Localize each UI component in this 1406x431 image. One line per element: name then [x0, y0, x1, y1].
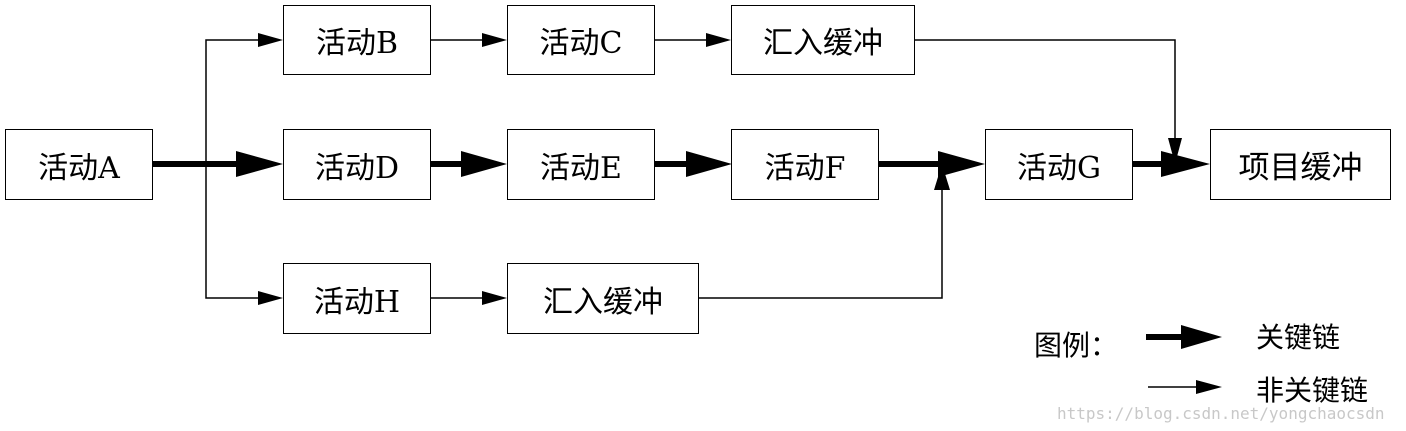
arrow-f-g: [938, 151, 985, 177]
connector-feed-top-project-buffer: [914, 39, 1176, 142]
legend-label-critical: 关键链: [1256, 321, 1341, 354]
connector-a-h: [205, 164, 262, 299]
node-project-buffer: 项目缓冲: [1210, 129, 1391, 200]
connector-feed-bottom-g: [698, 186, 943, 299]
watermark: https://blog.csdn.net/yongchaocsdn: [1057, 404, 1385, 423]
node-activity-d: 活动D: [283, 129, 431, 200]
arrow-d-e: [461, 151, 507, 177]
arrow-h-feed-bottom: [482, 291, 507, 305]
node-activity-g: 活动G: [985, 129, 1133, 200]
arrow-e-f: [686, 151, 732, 177]
legend-critical-sample: [1146, 325, 1222, 349]
node-activity-c: 活动C: [507, 5, 655, 75]
arrow-a-b: [258, 33, 283, 47]
arrow-g-project-buffer: [1161, 151, 1210, 177]
arrow-a-h: [258, 291, 283, 305]
node-activity-e: 活动E: [507, 129, 655, 200]
arrow-feed-top-project-buffer: [1168, 138, 1182, 164]
arrow-feed-bottom-g: [934, 164, 950, 190]
critical-chain-connectors: [152, 151, 1210, 177]
legend-non-critical-sample: [1148, 380, 1222, 394]
non-critical-arrowheads: [258, 33, 1182, 305]
non-critical-connectors: [205, 39, 1176, 299]
legend-label-non-critical: 非关键链: [1256, 374, 1369, 407]
node-activity-h: 活动H: [283, 263, 431, 334]
node-activity-b: 活动B: [283, 5, 431, 75]
arrow-c-feed-top: [706, 33, 731, 47]
connector-a-b: [205, 39, 262, 164]
node-activity-a: 活动A: [5, 129, 153, 200]
arrow-a-d: [236, 151, 283, 177]
arrow-b-c: [482, 33, 507, 47]
node-feeding-buffer-bottom: 汇入缓冲: [507, 263, 699, 334]
node-feeding-buffer-top: 汇入缓冲: [731, 5, 915, 75]
node-activity-f: 活动F: [731, 129, 879, 200]
legend-title: 图例：: [1034, 329, 1119, 362]
